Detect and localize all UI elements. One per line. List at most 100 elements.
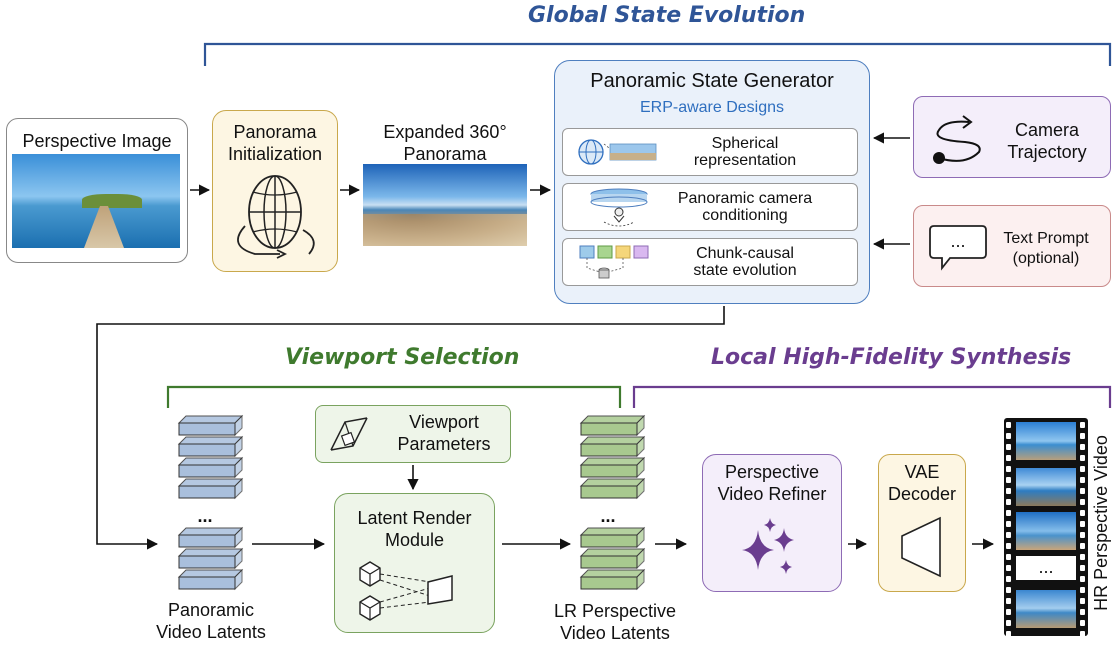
film-sprocket-hole bbox=[1080, 433, 1085, 439]
film-sprocket-hole bbox=[1080, 488, 1085, 494]
film-frame bbox=[1016, 422, 1076, 460]
pano-latent-bottom-slab-0 bbox=[177, 526, 244, 549]
design-item-spherical-label-2: representation bbox=[693, 152, 797, 169]
decoder-trapezoid-icon bbox=[901, 516, 941, 578]
panoramic-latents-label-2: Video Latents bbox=[156, 622, 266, 642]
film-sprocket-hole bbox=[1080, 499, 1085, 505]
expanded-panorama-label-2: Panorama bbox=[403, 144, 487, 164]
film-sprocket-hole bbox=[1080, 587, 1085, 593]
viewport-stage-title: Viewport Selection bbox=[285, 345, 520, 370]
refiner-label-2: Video Refiner bbox=[717, 484, 827, 504]
panorama-initialization-label-1: Panorama bbox=[233, 122, 317, 142]
lr-latents-label-1: LR Perspective bbox=[553, 601, 677, 621]
latent-render-label-1: Latent Render bbox=[357, 508, 472, 528]
viewport-bracket bbox=[166, 385, 622, 408]
film-sprocket-hole bbox=[1080, 521, 1085, 527]
lr-latent-top-slab-3 bbox=[579, 477, 646, 500]
generator-subtitle: ERP-aware Designs bbox=[639, 99, 785, 116]
design-item-camera-label-1: Panoramic camera bbox=[677, 190, 813, 207]
film-sprocket-hole bbox=[1080, 444, 1085, 450]
perspective-image-label: Perspective Image bbox=[22, 131, 172, 151]
viewport-parameters-label-2: Parameters bbox=[397, 434, 491, 454]
local-bracket bbox=[632, 385, 1112, 408]
film-ellipsis-frame bbox=[1016, 556, 1076, 580]
film-sprocket-hole bbox=[1006, 532, 1011, 538]
camera-trajectory-box bbox=[913, 96, 1111, 178]
spherical-globe-icon bbox=[578, 139, 657, 165]
global-bracket bbox=[203, 42, 1112, 66]
panoramic-camera-icon bbox=[590, 188, 648, 227]
pano-latent-bottom-slab-2 bbox=[177, 568, 244, 591]
film-sprocket-hole bbox=[1006, 620, 1011, 626]
film-sprocket-hole bbox=[1080, 477, 1085, 483]
film-sprocket-hole bbox=[1080, 532, 1085, 538]
film-sprocket-hole bbox=[1080, 609, 1085, 615]
film-sprocket-hole bbox=[1006, 631, 1011, 637]
pano-latent-top-slab-0 bbox=[177, 414, 244, 437]
film-sprocket-hole bbox=[1080, 466, 1085, 472]
film-sprocket-hole bbox=[1080, 554, 1085, 560]
film-sprocket-hole bbox=[1080, 620, 1085, 626]
pano-latents-ellipsis: ... bbox=[197, 506, 213, 526]
film-sprocket-hole bbox=[1006, 543, 1011, 549]
global-stage-title: Global State Evolution bbox=[528, 3, 806, 28]
lr-latent-bottom-slab-0 bbox=[579, 526, 646, 549]
film-sprocket-hole bbox=[1006, 444, 1011, 450]
camera-trajectory-label-1: Camera bbox=[1014, 120, 1080, 140]
speech-bubble-icon bbox=[929, 225, 987, 271]
pano-latent-top-slab-1 bbox=[177, 435, 244, 458]
chunk-causal-icon bbox=[579, 245, 649, 279]
vae-decoder-box bbox=[878, 454, 966, 592]
design-item-chunk-label-1: Chunk-causal bbox=[696, 245, 794, 262]
film-sprocket-hole bbox=[1006, 488, 1011, 494]
film-frame bbox=[1016, 468, 1076, 506]
film-sprocket-hole bbox=[1080, 455, 1085, 461]
film-sprocket-hole bbox=[1006, 422, 1011, 428]
speech-bubble-text: ... bbox=[950, 231, 966, 251]
lr-latent-top-slab-2 bbox=[579, 456, 646, 479]
panorama-initialization-label-2: Initialization bbox=[227, 144, 323, 164]
vae-label-1: VAE bbox=[904, 462, 940, 482]
design-item-chunk-label-2: state evolution bbox=[693, 262, 797, 279]
film-sprocket-hole bbox=[1006, 466, 1011, 472]
film-sprocket-hole bbox=[1006, 510, 1011, 516]
film-sprocket-hole bbox=[1006, 521, 1011, 527]
lr-latents-label-2: Video Latents bbox=[560, 623, 670, 643]
pano-latent-bottom-slab-1 bbox=[177, 547, 244, 570]
pano-latent-top-slab-3 bbox=[177, 477, 244, 500]
arrow-generator-to-latents bbox=[96, 306, 725, 550]
design-item-camera-label-2: conditioning bbox=[702, 207, 788, 224]
film-sprocket-hole bbox=[1006, 499, 1011, 505]
expanded-panorama-label-1: Expanded 360° bbox=[383, 122, 507, 142]
film-sprocket-hole bbox=[1080, 631, 1085, 637]
film-frame bbox=[1016, 590, 1076, 628]
sphere-icon bbox=[237, 175, 315, 259]
film-sprocket-hole bbox=[1080, 576, 1085, 582]
film-sprocket-hole bbox=[1006, 576, 1011, 582]
pano-latent-top-slab-2 bbox=[177, 456, 244, 479]
film-sprocket-hole bbox=[1006, 455, 1011, 461]
expanded-panorama-photo bbox=[363, 164, 527, 246]
film-sprocket-hole bbox=[1080, 565, 1085, 571]
lr-latent-top-slab-1 bbox=[579, 435, 646, 458]
panoramic-latents-label-1: Panoramic bbox=[167, 600, 255, 620]
refiner-label-1: Perspective bbox=[724, 462, 820, 482]
text-prompt-label-2: (optional) bbox=[1012, 250, 1080, 267]
film-frame bbox=[1016, 512, 1076, 550]
text-prompt-label-1: Text Prompt bbox=[1003, 230, 1089, 247]
lr-latents-ellipsis: ... bbox=[600, 506, 616, 526]
film-sprocket-hole bbox=[1006, 565, 1011, 571]
local-stage-title: Local High-Fidelity Synthesis bbox=[711, 345, 1072, 370]
render-projection-icon bbox=[359, 561, 453, 621]
film-sprocket-hole bbox=[1006, 598, 1011, 604]
viewport-parameters-box bbox=[315, 405, 511, 463]
latent-render-label-2: Module bbox=[384, 530, 445, 550]
vae-label-2: Decoder bbox=[887, 484, 957, 504]
lr-latent-bottom-slab-2 bbox=[579, 568, 646, 591]
viewport-parameters-label-1: Viewport bbox=[409, 412, 479, 432]
film-ellipsis: ... bbox=[1038, 557, 1054, 577]
film-sprocket-hole bbox=[1006, 609, 1011, 615]
camera-trajectory-label-2: Trajectory bbox=[1007, 142, 1087, 162]
film-sprocket-hole bbox=[1080, 510, 1085, 516]
film-sprocket-hole bbox=[1080, 543, 1085, 549]
